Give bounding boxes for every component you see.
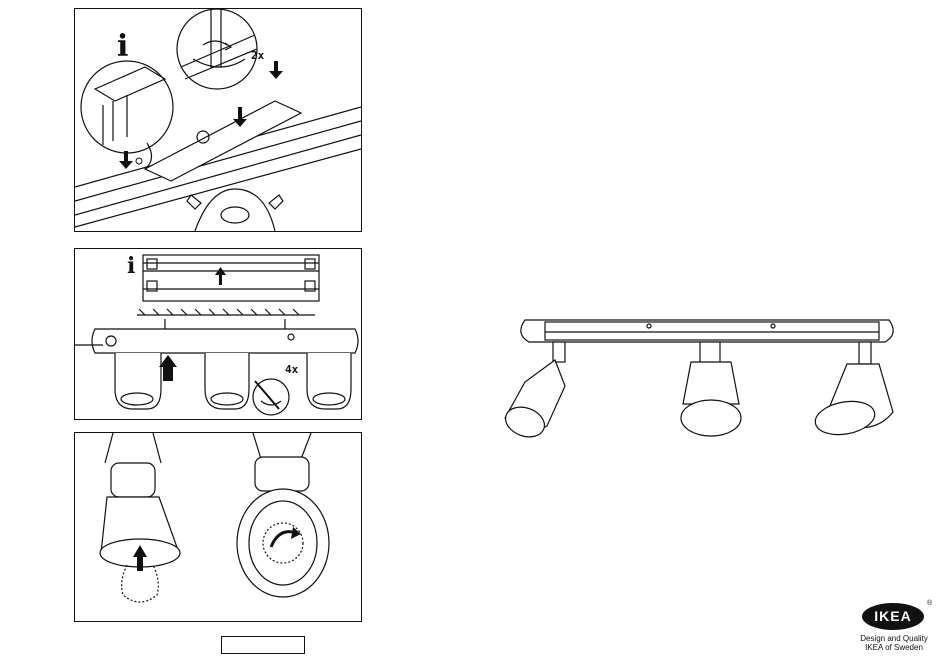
logo-text: IKEA <box>862 608 924 624</box>
brand-block: IKEA ® Design and Quality IKEA of Sweden <box>848 600 940 656</box>
info-icon: i <box>117 29 128 64</box>
product-overview <box>495 300 915 460</box>
tagline-design: Design and Quality <box>848 634 940 643</box>
registered-mark: ® <box>927 600 932 607</box>
arrow-down-icon <box>269 61 283 79</box>
step-2-illustration <box>75 249 361 419</box>
ikea-logo: IKEA <box>862 603 924 630</box>
tagline-origin: IKEA of Sweden <box>848 643 940 652</box>
screw-count-label: 2x <box>251 49 264 62</box>
page-number-box <box>221 636 305 654</box>
step-3-panel <box>74 432 362 622</box>
screw-count-label: 4x <box>285 363 298 376</box>
step-2-panel: i 4x <box>74 248 362 420</box>
screw-icon <box>136 158 142 164</box>
step-3-illustration <box>75 433 361 621</box>
step-1-panel: i 2x <box>74 8 362 232</box>
track-spotlight-drawing <box>495 300 915 460</box>
info-icon: i <box>127 253 135 279</box>
arrow-up-icon <box>159 355 177 381</box>
